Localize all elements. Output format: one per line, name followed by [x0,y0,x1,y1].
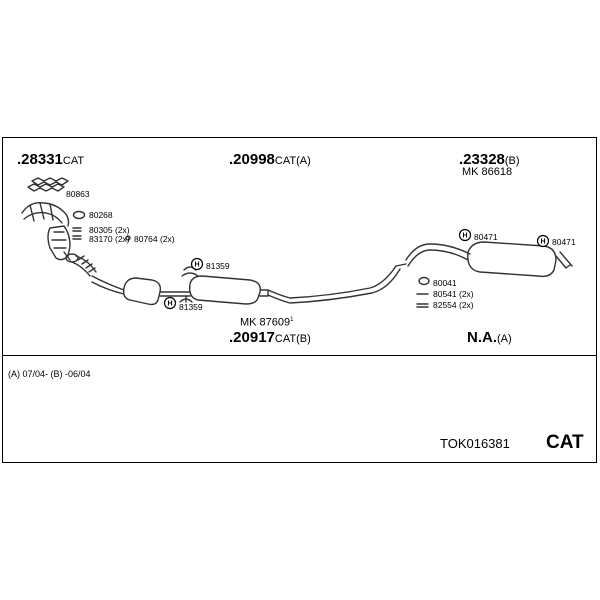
svg-text:H: H [462,233,467,240]
hanger-icon-81359b [163,296,177,310]
part-label-81359b: 81359 [179,302,203,312]
part-label-80863: 80863 [66,189,90,199]
front-muffler-drawing [122,277,162,306]
group-label-1: .28331CAT [17,151,85,168]
validity-footnote: (A) 07/04- (B) -06/04 [8,369,91,379]
hanger-icon-80471a [458,228,472,242]
cat-label: CAT [546,432,584,453]
rear-muffler-drawing [467,241,573,278]
kit-label-86618: MK 86618 [462,166,513,178]
gasket-ring-80041 [418,276,430,286]
part-label-80541: 80541 (2x) [433,289,474,299]
group-label-4: .20917CAT(B) [229,329,311,346]
part-label-81359a: 81359 [206,261,230,271]
diagram-code: TOK016381 [440,436,510,451]
svg-text:H: H [194,262,199,269]
svg-text:H: H [540,239,545,246]
kit-label-87609: MK 876091 [240,316,294,329]
svg-text:H: H [167,301,172,308]
part-label-83170: 83170 (2x) [89,234,130,244]
bolts-rear-drawing [416,293,429,308]
part-label-80764: 80764 (2x) [134,234,175,244]
section-divider [2,355,597,356]
hanger-icon-80471b [536,234,550,248]
hanger-rubber-rear [179,295,193,303]
part-label-80471b: 80471 [552,237,576,247]
group-label-5: N.A.(A) [467,329,512,346]
diagram-frame [2,137,597,463]
part-label-82554: 82554 (2x) [433,300,474,310]
group-label-3: .23328(B) [459,151,520,168]
group-label-2: .20998CAT(A) [229,151,311,168]
center-muffler-drawing [188,275,269,305]
part-label-80268: 80268 [89,210,113,220]
flex-pipe-drawing [65,253,97,277]
bolts-drawing [72,227,131,241]
gasket-ring-80268 [72,210,86,220]
part-label-80041: 80041 [433,278,457,288]
hanger-icon-81359a [190,257,204,271]
manifold-gasket-drawing [27,177,69,192]
part-label-80305: 80305 (2x) [89,225,130,235]
manifold-catalyst-drawing [21,202,71,261]
part-label-80471a: 80471 [474,232,498,242]
